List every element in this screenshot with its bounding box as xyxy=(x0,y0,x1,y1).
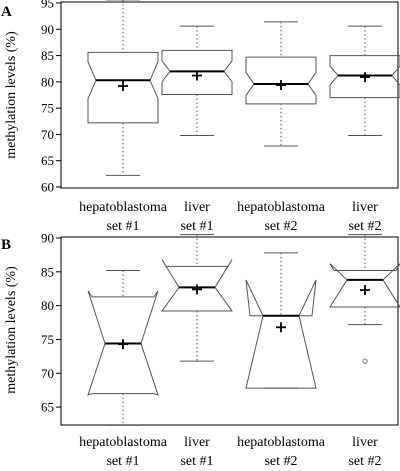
panel-a-cat-3-line2: set #2 xyxy=(264,219,297,234)
panel-a-box-2-body xyxy=(161,49,233,95)
panel-b-cat-2-line1: liver xyxy=(184,435,210,450)
panel-a-category-labels: hepatoblastoma set #1 liver set #1 hepat… xyxy=(79,200,381,234)
panel-b-y-tick-label-3: 80 xyxy=(41,298,54,313)
panel-a-box-1 xyxy=(87,0,159,176)
panel-a-cat-1-line1: hepatoblastoma xyxy=(79,200,168,215)
panel-a-cat-3-line1: hepatoblastoma xyxy=(237,200,326,215)
panel-b-box-4-outlier-0 xyxy=(362,358,368,364)
panel-a-boxes xyxy=(87,0,400,176)
panel-b-cat-4-line1: liver xyxy=(352,435,378,450)
panel-b-y-tick-label-1: 70 xyxy=(41,366,54,381)
panel-a-cat-2-line1: liver xyxy=(184,200,210,215)
panel-b-cat-4-line2: set #2 xyxy=(348,454,381,469)
panel-a-box-4-body xyxy=(329,55,400,99)
panel-a-cat-1-line2: set #1 xyxy=(106,219,139,234)
panel-b: B methylation levels (%) 65 70 75 80 85 90 he… xyxy=(1,231,400,469)
panel-a-y-tick-label-4: 80 xyxy=(41,74,54,89)
panel-a-letter: A xyxy=(1,4,12,20)
panel-b-box-2 xyxy=(161,234,233,362)
panel-a-box-4 xyxy=(329,25,400,136)
panel-b-y-tick-label-5: 90 xyxy=(41,231,54,246)
panel-b-y-tick-label-4: 85 xyxy=(41,264,54,279)
panel-a-y-tick-label-7: 95 xyxy=(41,0,54,11)
panel-b-box-1-body xyxy=(87,290,159,396)
panel-a: A methylation levels (%) 60 65 70 75 80 85 90 9… xyxy=(1,0,400,234)
panel-a-y-tick-label-1: 65 xyxy=(41,153,54,168)
panel-a-y-tick-label-2: 70 xyxy=(41,127,54,142)
panel-b-cat-3-line1: hepatoblastoma xyxy=(237,435,326,450)
panel-b-box-4 xyxy=(329,234,400,364)
panel-b-letter: B xyxy=(1,237,11,253)
panel-a-box-3-body xyxy=(245,56,317,105)
panel-a-cat-2-line2: set #1 xyxy=(180,219,213,234)
panel-b-y-axis-label: methylation levels (%) xyxy=(4,266,19,394)
panel-b-category-labels: hepatoblastoma set #1 liver set #1 hepat… xyxy=(79,435,381,469)
panel-b-box-3 xyxy=(245,252,317,389)
panel-b-box-3-body xyxy=(245,279,317,389)
panel-a-box-2 xyxy=(161,25,233,136)
panel-a-box-1-body xyxy=(87,51,159,124)
panel-a-box-3 xyxy=(245,21,317,147)
panel-a-plot-frame xyxy=(60,1,399,189)
panel-b-cat-2-line2: set #1 xyxy=(180,454,213,469)
panel-b-cat-3-line2: set #2 xyxy=(264,454,297,469)
panel-b-boxes xyxy=(87,234,400,426)
panel-b-cat-1-line2: set #1 xyxy=(106,454,139,469)
panel-a-y-axis: 60 65 70 75 80 85 90 95 xyxy=(41,0,61,195)
panel-a-y-tick-label-3: 75 xyxy=(41,101,54,116)
panel-a-cat-4-line1: liver xyxy=(352,200,378,215)
panel-b-plot-frame xyxy=(60,236,399,426)
panel-b-box-2-body xyxy=(161,259,233,312)
panel-a-cat-4-line2: set #2 xyxy=(348,219,381,234)
panel-b-y-tick-label-2: 75 xyxy=(41,332,54,347)
panel-a-y-tick-label-5: 85 xyxy=(41,48,54,63)
panel-b-box-1 xyxy=(87,269,159,426)
panel-b-box-4-body xyxy=(329,263,400,308)
panel-a-y-tick-label-6: 90 xyxy=(41,22,54,37)
panel-b-cat-1-line1: hepatoblastoma xyxy=(79,435,168,450)
panel-a-y-axis-label: methylation levels (%) xyxy=(4,31,19,159)
panel-b-y-tick-label-0: 65 xyxy=(41,400,54,415)
panel-b-y-axis: 65 70 75 80 85 90 xyxy=(41,231,61,415)
panel-a-y-tick-label-0: 60 xyxy=(41,180,54,195)
